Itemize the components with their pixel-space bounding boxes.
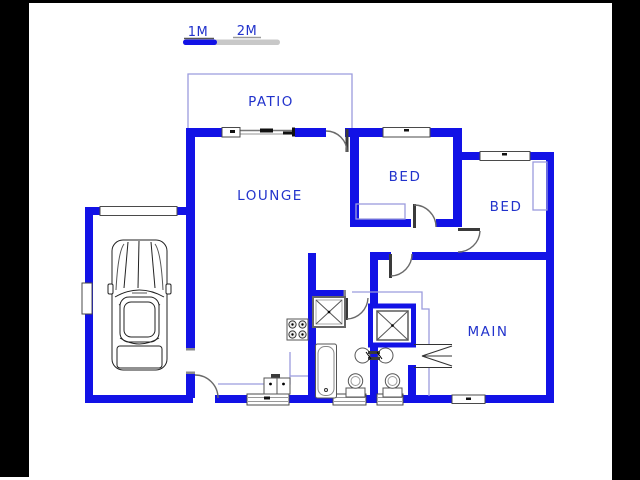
main-door <box>389 253 413 278</box>
bed2-label: BED <box>490 199 523 215</box>
closet-bed1 <box>355 203 406 220</box>
toilet-left <box>345 373 366 398</box>
scale-2m-label: 2M <box>237 24 258 39</box>
scale-bar: 1M 2M <box>183 24 280 45</box>
letterbox-left <box>0 0 29 477</box>
bifold-door <box>414 343 453 369</box>
patio-outline <box>187 73 353 128</box>
shower-ensuite <box>368 303 416 348</box>
ensuite-line <box>352 291 430 345</box>
patio-door <box>325 129 349 153</box>
stove <box>286 318 309 341</box>
closet-bed2 <box>532 161 548 211</box>
lounge-label: LOUNGE <box>237 188 303 204</box>
bed2-window <box>479 151 531 161</box>
doors <box>194 129 481 399</box>
bed1-label: BED <box>389 169 422 185</box>
garage-front-window <box>99 206 178 216</box>
shower-left <box>312 296 346 328</box>
toilet-right <box>382 373 403 398</box>
letterbox-right <box>612 0 640 480</box>
scale-bar-blue <box>183 39 217 45</box>
room-labels: PATIO LOUNGE BED BED MAIN <box>237 94 523 340</box>
basin-left <box>354 347 371 364</box>
back-door <box>194 374 219 399</box>
garage-side-window <box>81 282 93 315</box>
bed1-window <box>382 127 431 138</box>
kitchen-window <box>246 393 290 406</box>
basin-right <box>377 347 394 364</box>
patio-label: PATIO <box>248 94 294 110</box>
letterbox-top <box>0 0 640 3</box>
sliding-door <box>240 127 295 137</box>
main-label: MAIN <box>468 324 509 340</box>
car <box>107 239 172 371</box>
bathroom-door <box>345 297 369 320</box>
bed2-door <box>457 228 481 253</box>
fixtures <box>107 239 453 399</box>
kitchen-sink <box>263 374 291 395</box>
bath <box>315 343 337 399</box>
scale-1m-label: 1M <box>188 25 209 40</box>
bed1-door <box>413 204 437 228</box>
faucet <box>365 351 383 360</box>
